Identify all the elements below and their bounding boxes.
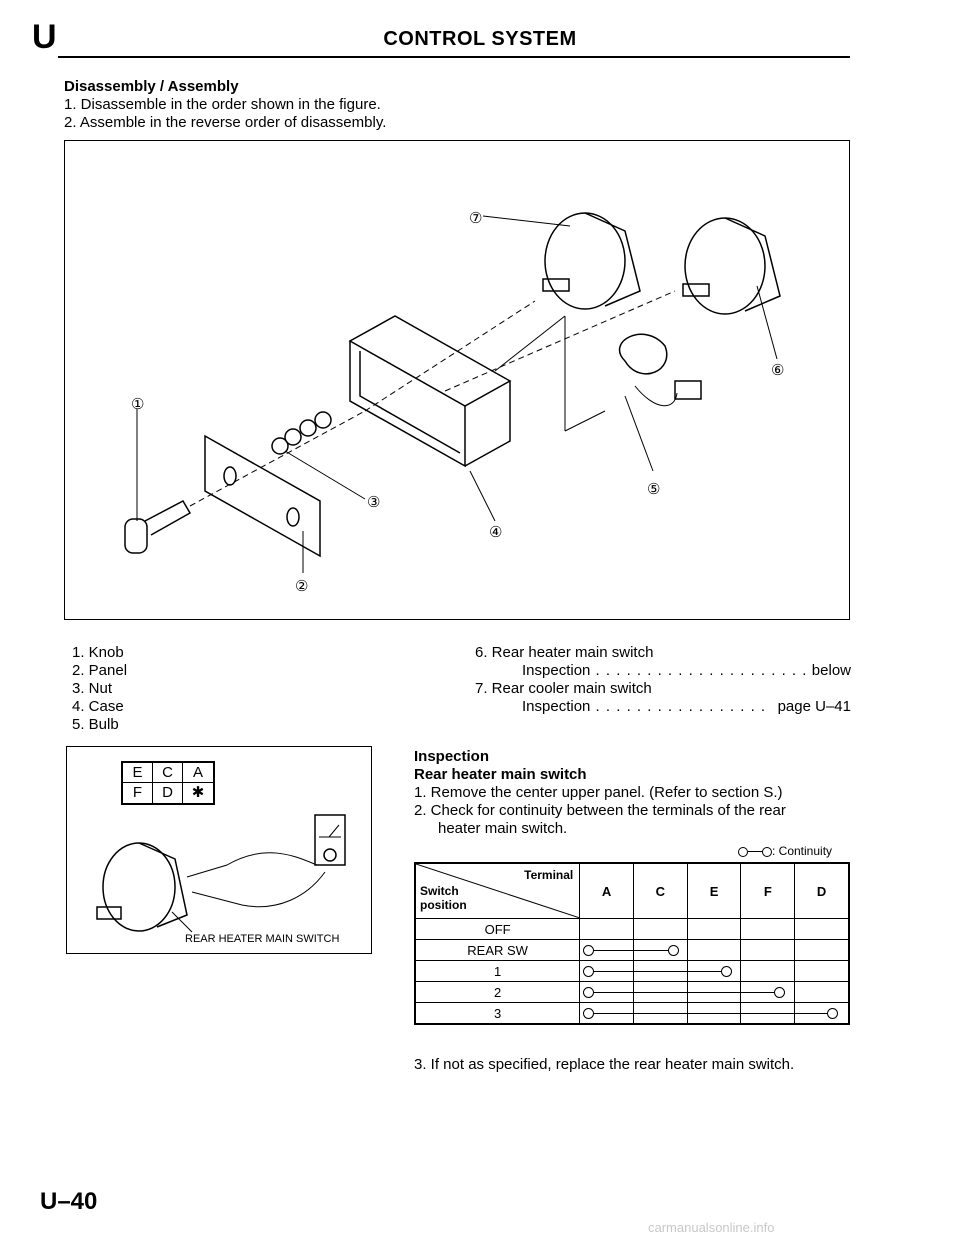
exploded-view-drawing: ① ② ③ ④ ⑤ ⑥ ⑦ (124, 209, 784, 595)
ohmmeter-drawing (96, 814, 346, 933)
column-header: D (794, 862, 850, 919)
reference-value: page U–41 (777, 698, 851, 715)
callout-7: ⑦ (469, 209, 482, 227)
terminal-label: ✱ (191, 784, 205, 801)
continuity-dot (583, 987, 595, 998)
table-row: REAR SW (414, 939, 850, 961)
rear-cooler-switch-drawing (544, 212, 626, 310)
corner-position-label: position (420, 898, 467, 912)
part-item: 2. Panel (72, 662, 128, 679)
rear-heater-switch-drawing (684, 217, 766, 315)
terminal-label: F (123, 783, 153, 803)
knob-drawing (124, 518, 148, 554)
part-6-reference: Inspection below (475, 662, 851, 680)
terminal-label: D (153, 783, 183, 803)
column-header: C (632, 862, 688, 919)
switch-body-drawing (102, 842, 176, 932)
table-row: 1 (414, 960, 850, 982)
row-position: 1 (414, 960, 581, 982)
disassembly-step-2: 2. Assemble in the reverse order of disa… (64, 114, 387, 131)
part-item: 3. Nut (72, 680, 113, 697)
inspection-step-2: 2. Check for continuity between the term… (414, 802, 786, 819)
callout-3: ③ (367, 493, 380, 511)
parts-list-right: 6. Rear heater main switch Inspection be… (475, 644, 851, 716)
column-header: E (686, 862, 742, 919)
row-position: REAR SW (414, 939, 581, 961)
figure-caption: REAR HEATER MAIN SWITCH (185, 933, 340, 945)
reference-value: below (811, 662, 851, 679)
callout-4: ④ (489, 523, 502, 541)
inspection-step-1: 1. Remove the center upper panel. (Refer… (414, 784, 783, 801)
terminal-diagram: E C A F D ✱ (121, 761, 215, 805)
part-item: 4. Case (72, 698, 124, 715)
row-position: OFF (414, 918, 581, 940)
corner-switch-label: Switch (420, 884, 459, 898)
page-title: CONTROL SYSTEM (383, 28, 577, 50)
callout-2: ② (295, 577, 308, 595)
table-row: 3 (414, 1002, 850, 1025)
part-item: 5. Bulb (72, 716, 119, 733)
disassembly-step-1: 1. Disassemble in the order shown in the… (64, 96, 381, 113)
callout-6: ⑥ (771, 361, 784, 379)
part-item: 1. Knob (72, 644, 124, 661)
case-drawing (348, 315, 512, 407)
part-item-6: 6. Rear heater main switch (475, 644, 654, 661)
page-number: U–40 (40, 1188, 98, 1215)
callout-5: ⑤ (647, 480, 660, 498)
row-position: 3 (414, 1002, 581, 1025)
continuity-dot (583, 966, 595, 977)
table-row: 2 (414, 981, 850, 1003)
inspection-figure: E C A F D ✱ REAR HEATER MAIN SWITCH (66, 746, 372, 954)
parts-list-left: 1. Knob 2. Panel 3. Nut 4. Case 5. Bulb (72, 644, 127, 734)
continuity-table: Terminal Switch position A C E F D OFF R… (414, 862, 850, 1025)
row-position: 2 (414, 981, 581, 1003)
terminal-label: C (153, 763, 183, 783)
watermark: carmanualsonline.info (648, 1220, 775, 1235)
header-rule (58, 56, 850, 58)
inspection-step-2-cont: heater main switch. (438, 820, 568, 837)
section-letter: U (32, 18, 57, 56)
table-corner-cell: Terminal Switch position (414, 862, 581, 919)
column-header: A (579, 862, 634, 919)
reference-label: Inspection (522, 662, 806, 680)
continuity-line (588, 950, 674, 951)
terminal-label: A (183, 763, 213, 783)
bulb-socket-drawing (618, 333, 668, 375)
terminal-label: E (123, 763, 153, 783)
continuity-dot (583, 945, 595, 956)
part-item-7: 7. Rear cooler main switch (475, 680, 652, 697)
reference-label: Inspection (522, 698, 772, 716)
continuity-dot-icon (762, 846, 772, 857)
table-header-row: Terminal Switch position A C E F D (414, 862, 850, 919)
continuity-legend-label: : Continuity (772, 844, 833, 858)
disassembly-heading: Disassembly / Assembly (64, 78, 239, 95)
continuity-dot-icon (738, 846, 748, 857)
inspection-step-3: 3. If not as specified, replace the rear… (414, 1056, 795, 1073)
callout-1: ① (131, 395, 144, 413)
corner-terminal-label: Terminal (524, 868, 574, 882)
inspection-heading: Inspection (414, 748, 490, 765)
knob-shaft (144, 500, 192, 536)
inspection-subheading: Rear heater main switch (414, 766, 587, 783)
panel-drawing (204, 434, 321, 558)
ohmmeter-icon (314, 814, 346, 866)
column-header: F (740, 862, 796, 919)
table-row: OFF (414, 918, 850, 940)
continuity-dot (583, 1008, 595, 1019)
part-7-reference: Inspection page U–41 (475, 698, 851, 716)
exploded-view-figure: ① ② ③ ④ ⑤ ⑥ ⑦ (64, 140, 850, 620)
continuity-legend: : Continuity (738, 844, 850, 860)
